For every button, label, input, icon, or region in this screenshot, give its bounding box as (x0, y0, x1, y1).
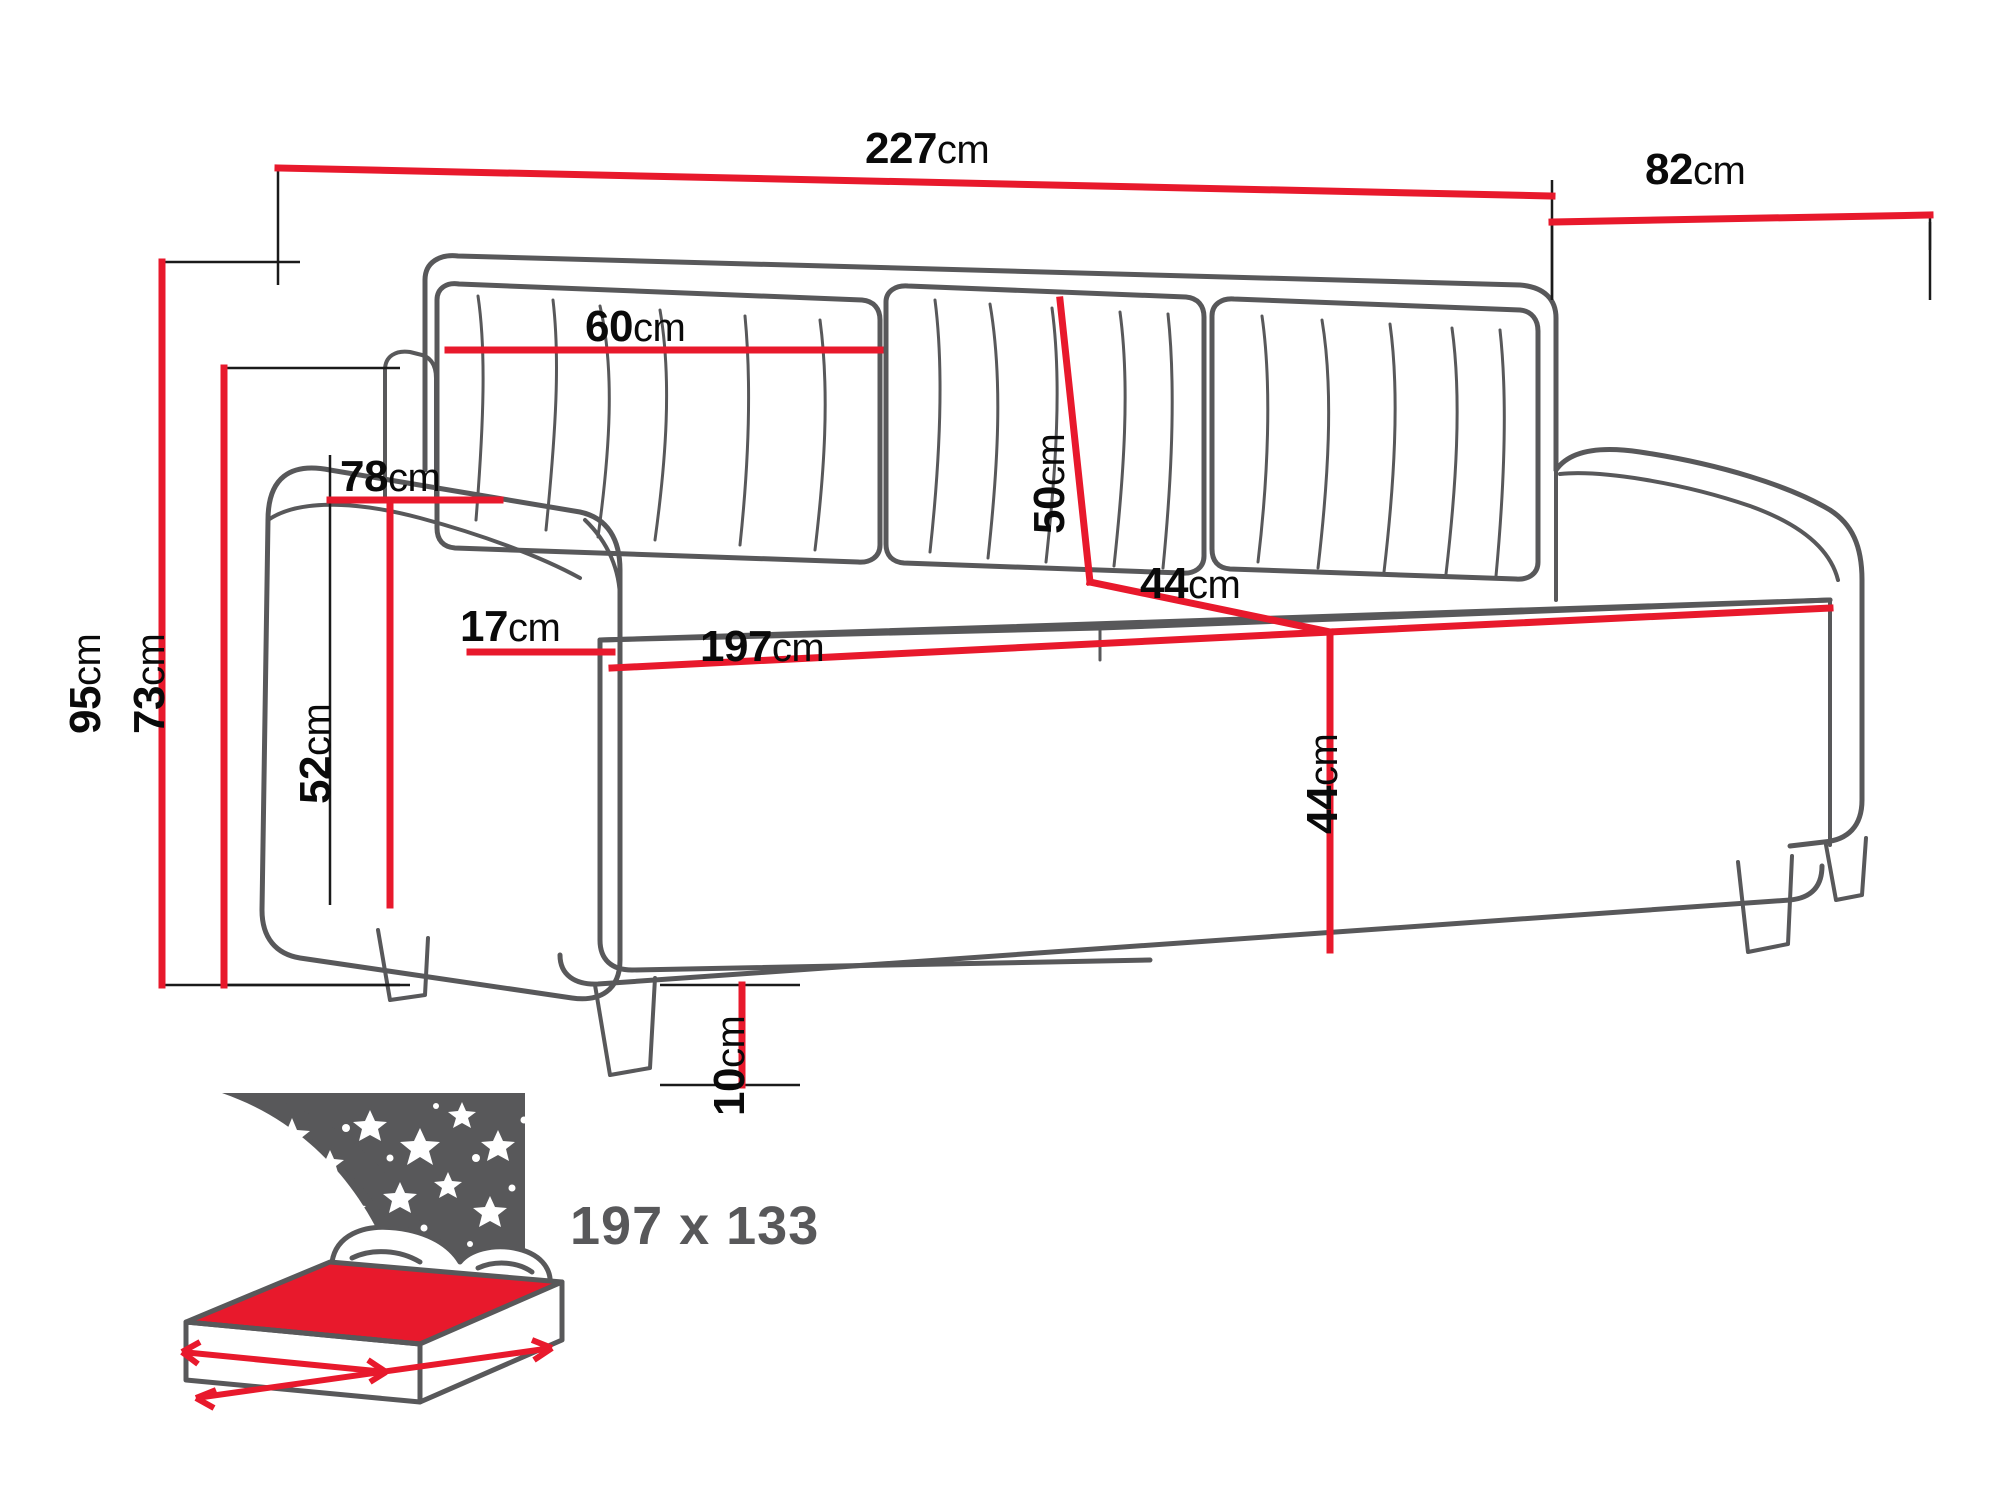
label-44cm-depth: 44cm (1140, 559, 1241, 608)
dim-line-44-depth (1085, 577, 1335, 637)
label-227cm: 227cm (865, 124, 990, 173)
label-78cm: 78cm (340, 452, 441, 501)
label-17cm: 17cm (460, 602, 561, 651)
mattress-length-arrow (181, 1349, 387, 1375)
mattress-width-arrow (195, 1345, 553, 1401)
dim-line-50 (1056, 296, 1094, 586)
label-60cm: 60cm (585, 302, 686, 351)
sleeping-area-caption: 197 x 133 (570, 1196, 820, 1256)
dim-line-82 (1548, 211, 1934, 226)
dim-line-197 (608, 628, 1334, 672)
dim-line-seat-right (1326, 604, 1834, 636)
label-82cm: 82cm (1645, 145, 1746, 194)
dim-line-227 (274, 164, 1556, 200)
label-197cm: 197cm (700, 622, 825, 671)
